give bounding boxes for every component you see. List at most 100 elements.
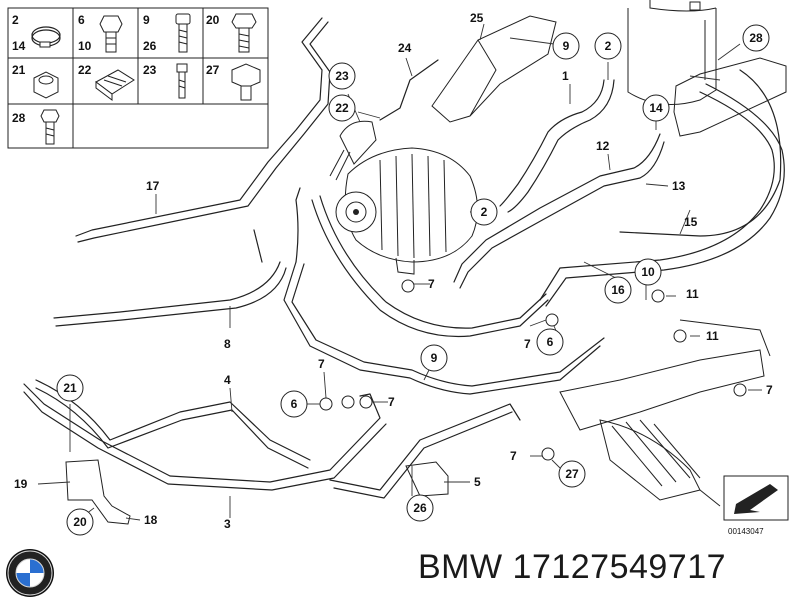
callout-number: 19 bbox=[14, 477, 28, 491]
legend-cell-banjo-bolt: 6 10 bbox=[78, 13, 123, 53]
callout-circle: 14 bbox=[642, 94, 670, 122]
callout-number: 4 bbox=[224, 373, 231, 387]
callout-number: 25 bbox=[470, 11, 484, 25]
svg-text:2: 2 bbox=[481, 205, 488, 219]
callout-number: 5 bbox=[474, 475, 481, 489]
return-line-15 bbox=[539, 91, 775, 301]
legend-label: 9 bbox=[143, 13, 150, 27]
callout-number: 7 bbox=[428, 277, 435, 291]
svg-text:22: 22 bbox=[335, 101, 349, 115]
power-steering-pump bbox=[329, 120, 478, 275]
direction-badge: 00143047 bbox=[723, 475, 789, 536]
pressure-hose bbox=[311, 199, 549, 338]
fluid-reservoir bbox=[627, 0, 717, 105]
legend-cell-flange-bolt: 28 bbox=[12, 109, 60, 145]
legend-label: 2 bbox=[12, 13, 19, 27]
stud-icon bbox=[176, 63, 188, 99]
flange-bolt-icon bbox=[40, 109, 60, 145]
bmw-roundel-icon bbox=[6, 549, 54, 597]
svg-text:6: 6 bbox=[291, 397, 298, 411]
svg-text:26: 26 bbox=[413, 501, 427, 515]
callout-number: 17 bbox=[146, 179, 160, 193]
callout-circle: 2 bbox=[470, 198, 498, 226]
hex-nut-icon bbox=[33, 71, 59, 99]
callout-number: 15 bbox=[684, 215, 698, 229]
callout-number: 3 bbox=[224, 517, 231, 531]
svg-text:27: 27 bbox=[565, 467, 579, 481]
legend-cell-hose-clamp: 2 14 bbox=[12, 13, 61, 53]
callout-number: 11 bbox=[706, 329, 719, 343]
callout-circle: 2 bbox=[594, 32, 622, 60]
svg-text:14: 14 bbox=[649, 101, 663, 115]
legend-label: 20 bbox=[206, 13, 220, 27]
legend-label: 23 bbox=[143, 63, 157, 77]
part-number-caption: BMW 17127549717 bbox=[418, 548, 727, 586]
svg-text:28: 28 bbox=[749, 31, 763, 45]
parts-legend-grid: 2 14 6 10 9 26 bbox=[7, 7, 269, 149]
steering-gear bbox=[559, 319, 771, 507]
legend-label: 6 bbox=[78, 13, 85, 27]
callout-circle: 21 bbox=[56, 374, 84, 402]
collar-bolt-icon bbox=[231, 63, 261, 101]
callout-circle: 9 bbox=[552, 32, 580, 60]
reservoir-bracket bbox=[673, 57, 787, 137]
svg-text:20: 20 bbox=[73, 515, 87, 529]
hex-bolt-icon bbox=[231, 13, 257, 53]
legend-cell-stud: 23 bbox=[143, 63, 188, 99]
callout-number: 7 bbox=[766, 383, 773, 397]
line-bracket-5 bbox=[405, 461, 449, 497]
tube-line-17 bbox=[75, 17, 323, 237]
callout-circle: 20 bbox=[66, 508, 94, 536]
svg-text:9: 9 bbox=[563, 39, 570, 53]
legend-cell-collar-bolt: 27 bbox=[206, 63, 261, 101]
legend-label: 27 bbox=[206, 63, 220, 77]
tube-line-24 bbox=[379, 59, 439, 121]
callout-number: 7 bbox=[524, 337, 531, 351]
callout-circle: 28 bbox=[742, 24, 770, 52]
hose-clamp-icon bbox=[31, 26, 61, 48]
callout-number: 1 bbox=[562, 69, 569, 83]
legend-label: 10 bbox=[78, 39, 92, 53]
svg-text:9: 9 bbox=[431, 351, 438, 365]
legend-cell-screw: 9 26 bbox=[143, 13, 191, 53]
banjo-bolt-icon bbox=[99, 15, 123, 53]
bracket-clip-icon bbox=[95, 69, 135, 101]
legend-cell-hex-nut: 21 bbox=[12, 63, 59, 99]
callout-number: 7 bbox=[510, 449, 517, 463]
svg-text:6: 6 bbox=[547, 335, 554, 349]
callout-number: 7 bbox=[318, 357, 325, 371]
callout-number: 18 bbox=[144, 513, 158, 527]
legend-label: 22 bbox=[78, 63, 92, 77]
suction-hose bbox=[499, 79, 605, 207]
svg-text:23: 23 bbox=[335, 69, 349, 83]
callout-circle: 27 bbox=[558, 460, 586, 488]
legend-cell-bracket: 22 bbox=[78, 63, 135, 101]
feed-line-4 bbox=[35, 379, 311, 461]
screw-icon bbox=[175, 13, 191, 53]
callout-circle: 6 bbox=[536, 328, 564, 356]
return-hose bbox=[453, 133, 661, 283]
callout-number: 11 bbox=[686, 287, 699, 301]
callout-circle: 9 bbox=[420, 344, 448, 372]
plain-callouts: 25 24 1 12 13 15 17 7 11 11 8 4 7 7 7 5 … bbox=[14, 11, 773, 531]
callout-number: 13 bbox=[672, 179, 686, 193]
svg-text:21: 21 bbox=[63, 381, 77, 395]
mounting-bracket bbox=[65, 459, 131, 525]
callout-number: 24 bbox=[398, 41, 412, 55]
legend-label: 14 bbox=[12, 39, 26, 53]
svg-text:16: 16 bbox=[611, 283, 625, 297]
heat-shield bbox=[431, 15, 557, 123]
callout-circle: 16 bbox=[604, 276, 632, 304]
callout-circle: 26 bbox=[406, 494, 434, 522]
svg-text:10: 10 bbox=[641, 265, 655, 279]
legend-label: 26 bbox=[143, 39, 157, 53]
callout-number: 7 bbox=[388, 395, 395, 409]
callout-circle: 10 bbox=[634, 258, 662, 286]
callout-circle: 23 bbox=[328, 62, 356, 90]
callout-circle: 6 bbox=[280, 390, 308, 418]
legend-label: 21 bbox=[12, 63, 26, 77]
hydraulic-assembly-drawing: 00143047 bbox=[23, 0, 789, 536]
seal-rings bbox=[319, 279, 747, 461]
callout-circle: 22 bbox=[328, 94, 356, 122]
